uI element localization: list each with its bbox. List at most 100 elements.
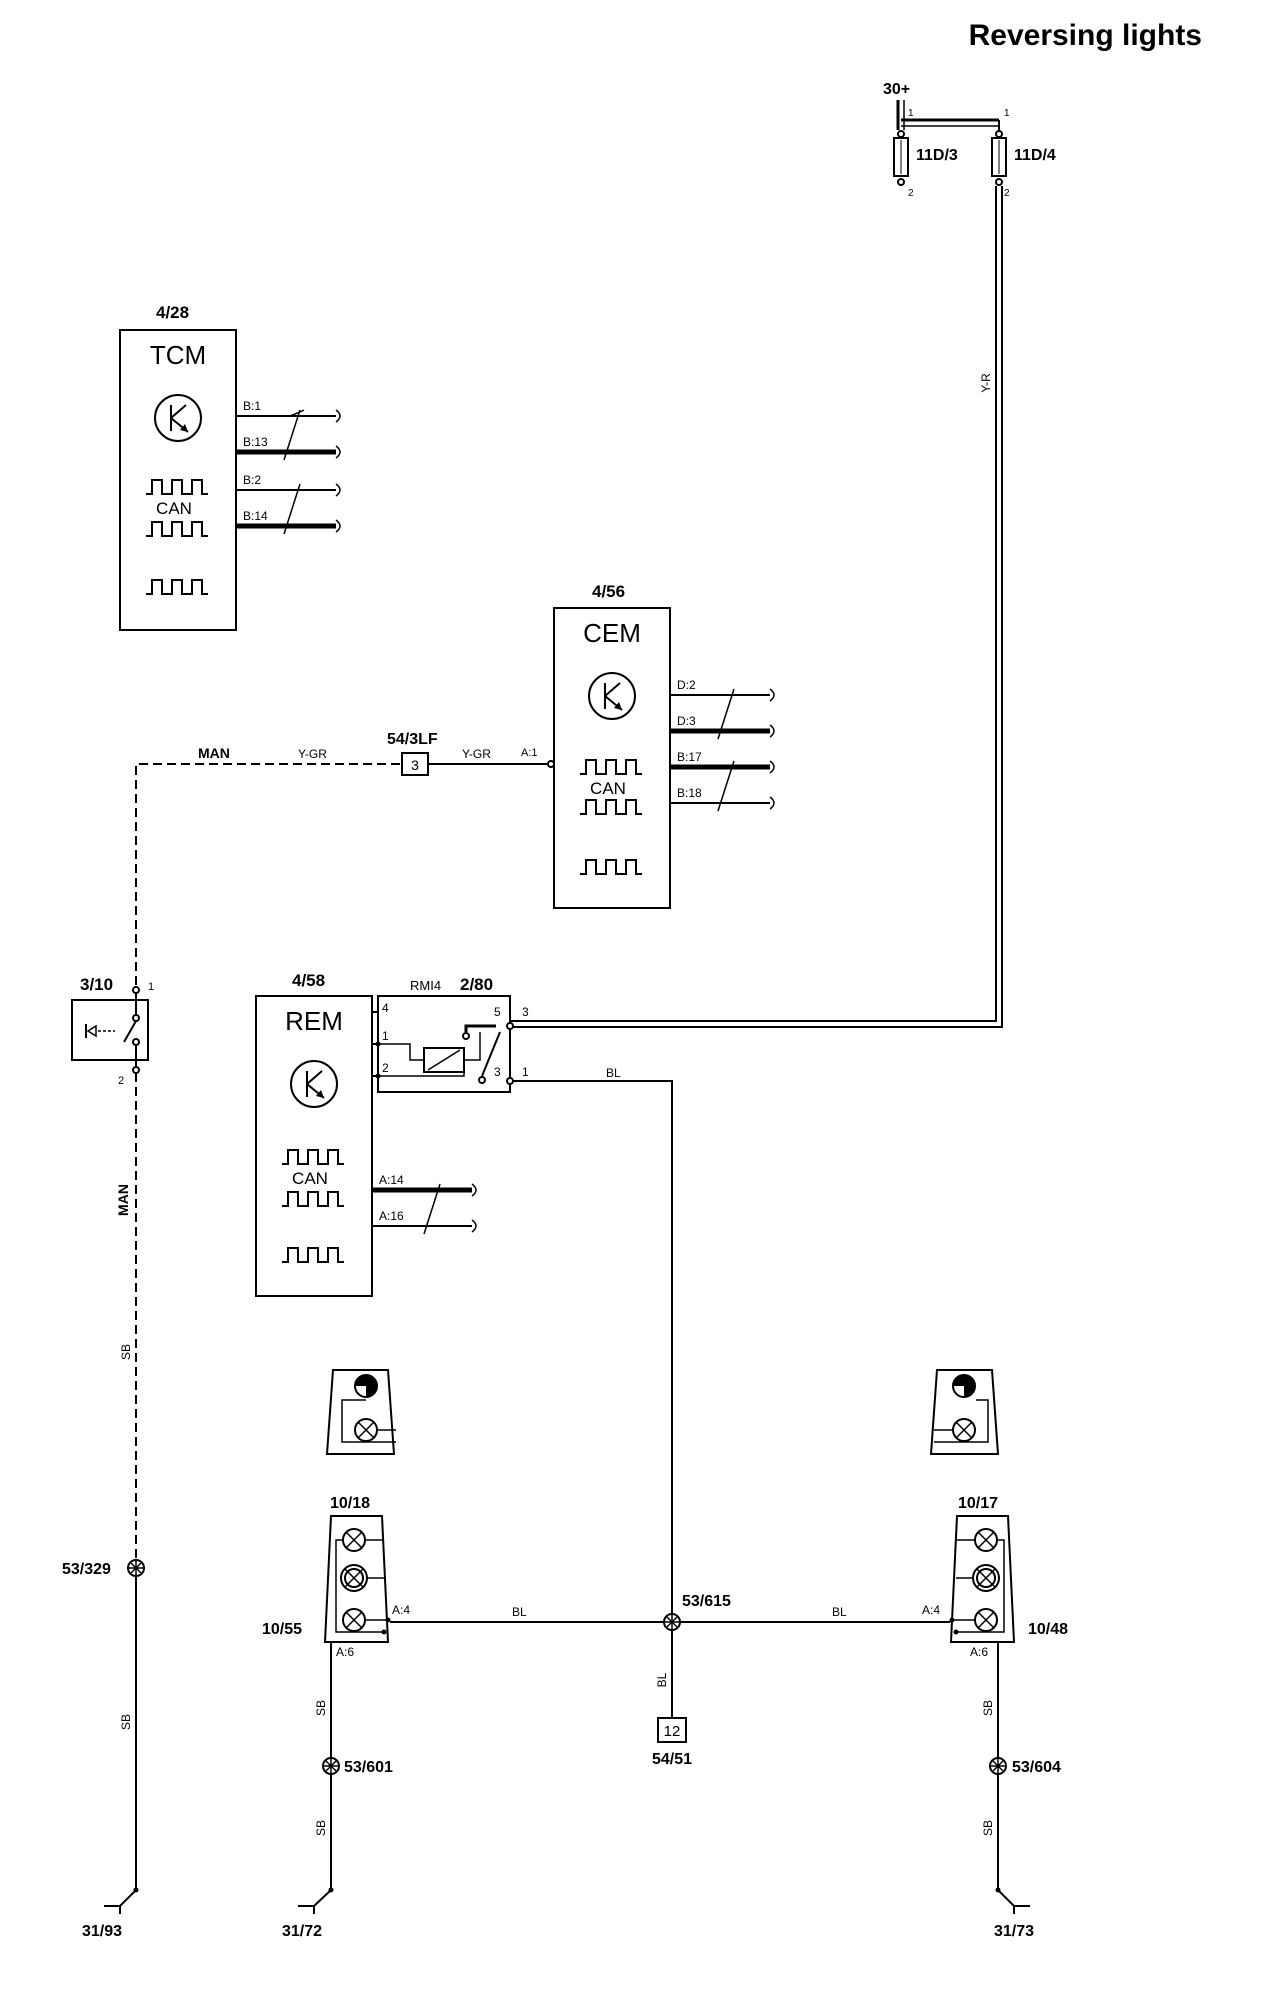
relay-coil-icon (372, 1011, 514, 1085)
tcm-pin-b13: B:13 (243, 435, 268, 449)
cem-module (553, 607, 671, 909)
lamp-right-ref: 10/17 (958, 1495, 998, 1512)
wire-sb-label-2: SB (119, 1714, 133, 1730)
wire-bl-label-right: BL (832, 1605, 847, 1619)
relay-pin-1: 1 (382, 1029, 389, 1043)
tcm-pin-b14: B:14 (243, 509, 268, 523)
relay-pin-2: 2 (382, 1061, 389, 1075)
connector-54-51-pin: 12 (664, 1723, 681, 1740)
splice-53-329-label: 53/329 (62, 1561, 111, 1578)
cem-pin-d2: D:2 (677, 678, 696, 692)
wire-ygr-label-1: Y-GR (298, 747, 327, 761)
wire-bl-label-down: BL (655, 1672, 669, 1687)
cem-pin-b17: B:17 (677, 750, 702, 764)
rem-can-wires (372, 1183, 477, 1235)
rem-name: REM (285, 1006, 343, 1036)
wire-bl-label-left: BL (512, 1605, 527, 1619)
ground-31-73-icon (995, 1887, 1030, 1914)
wire-y-r-label: Y-R (979, 373, 993, 393)
lamp-left-pin-a4: A:4 (392, 1603, 410, 1617)
tcm-pin-b1: B:1 (243, 399, 261, 413)
switch-pin1: 1 (148, 981, 154, 993)
rem-module (255, 995, 373, 1297)
connector-54-51-label: 54/51 (652, 1751, 692, 1768)
rem-pin-a14: A:14 (379, 1173, 404, 1187)
cem-pin-b18: B:18 (677, 786, 702, 800)
rem-ref: 4/58 (292, 971, 325, 990)
wire-bl-label-relay: BL (606, 1066, 621, 1080)
reverse-switch-contact-icon (85, 986, 140, 1074)
rem-can-signal-icon (282, 1149, 344, 1263)
wire-sb-label-4: SB (314, 1820, 328, 1836)
wire-man-label-vertical: MAN (115, 1184, 131, 1216)
lamp-right-pin-a6: A:6 (970, 1645, 988, 1659)
wire-man-label-top: MAN (198, 745, 230, 761)
rem-can-label: CAN (292, 1169, 328, 1188)
tail-lamp-legend-left-icon (325, 1369, 396, 1455)
tcm-pin-b2: B:2 (243, 473, 261, 487)
switch-ref: 3/10 (80, 975, 113, 994)
tcm-ref: 4/28 (156, 303, 189, 322)
splice-53-329-icon (127, 1559, 145, 1577)
wire-y-gr-man (135, 760, 555, 985)
splice-53-601-icon (322, 1757, 340, 1775)
cem-ref: 4/56 (592, 582, 625, 601)
wire-sb-label-6: SB (981, 1820, 995, 1836)
ground-31-72-label: 31/72 (282, 1923, 322, 1940)
splice-53-604-label: 53/604 (1012, 1759, 1061, 1776)
fuse-11d3 (893, 130, 909, 186)
wire-sb-label-5: SB (981, 1700, 995, 1716)
rear-lamp-left (323, 1515, 391, 1643)
relay-pin-4: 4 (382, 1001, 389, 1015)
tcm-can-label: CAN (156, 499, 192, 518)
fuse-11d3-pin1: 1 (908, 108, 914, 119)
cem-can-signal-icon (580, 759, 642, 875)
wire-sb-label-1: SB (119, 1344, 133, 1360)
supply-bus (896, 100, 1000, 134)
rear-lamp-right (949, 1515, 1016, 1643)
fuse-11d4-pin2: 2 (1004, 188, 1010, 199)
cem-can-label: CAN (590, 779, 626, 798)
supply-label: 30+ (883, 81, 910, 98)
splice-53-615-icon (663, 1613, 681, 1631)
diagram-title: Reversing lights (969, 19, 1202, 52)
cem-pin-d3: D:3 (677, 714, 696, 728)
cem-transistor-icon (588, 672, 636, 720)
lamp-right-pin-a4: A:4 (922, 1603, 940, 1617)
lamp-left-sub-ref: 10/55 (262, 1621, 302, 1638)
ground-31-93-icon (104, 1887, 139, 1914)
lamp-left-pin-a6: A:6 (336, 1645, 354, 1659)
rem-transistor-icon (290, 1060, 338, 1108)
relay-pin-5: 5 (494, 1005, 501, 1019)
splice-53-604-icon (989, 1757, 1007, 1775)
fuse-11d3-pin2: 2 (908, 188, 914, 199)
tcm-name: TCM (150, 340, 206, 370)
ground-31-72-icon (298, 1887, 334, 1914)
tcm-can-wires (236, 409, 341, 535)
relay-pin-3: 3 (494, 1065, 501, 1079)
wire-y-r (510, 186, 1003, 1028)
wire-bl-relay (513, 1080, 673, 1635)
tcm-can-signal-icon (146, 479, 208, 595)
tcm-transistor-icon (154, 394, 202, 442)
connector-3lf-box (401, 752, 429, 776)
relay-out-pin-3: 3 (522, 1005, 529, 1019)
splice-53-615-label: 53/615 (682, 1593, 731, 1610)
tail-lamp-legend-right-icon (929, 1369, 1000, 1455)
lamp-left-ref: 10/18 (330, 1495, 370, 1512)
relay-out-pin-1: 1 (522, 1065, 529, 1079)
cem-pin-a1: A:1 (521, 747, 538, 759)
wire-ygr-label-2: Y-GR (462, 747, 491, 761)
rem-pin-a16: A:16 (379, 1209, 404, 1223)
connector-3lf-pin: 3 (411, 757, 419, 773)
connector-54-51-box (657, 1717, 687, 1743)
wire-sb-label-3: SB (314, 1700, 328, 1716)
wire-bl-lamps (390, 1621, 950, 1718)
relay-name: RMI4 (410, 978, 441, 993)
ground-31-93-label: 31/93 (82, 1923, 122, 1940)
fuse-11d4-pin1: 1 (1004, 108, 1010, 119)
cem-name: CEM (583, 618, 641, 648)
lamp-right-sub-ref: 10/48 (1028, 1621, 1068, 1638)
fuse-11d4-label: 11D/4 (1014, 147, 1056, 164)
